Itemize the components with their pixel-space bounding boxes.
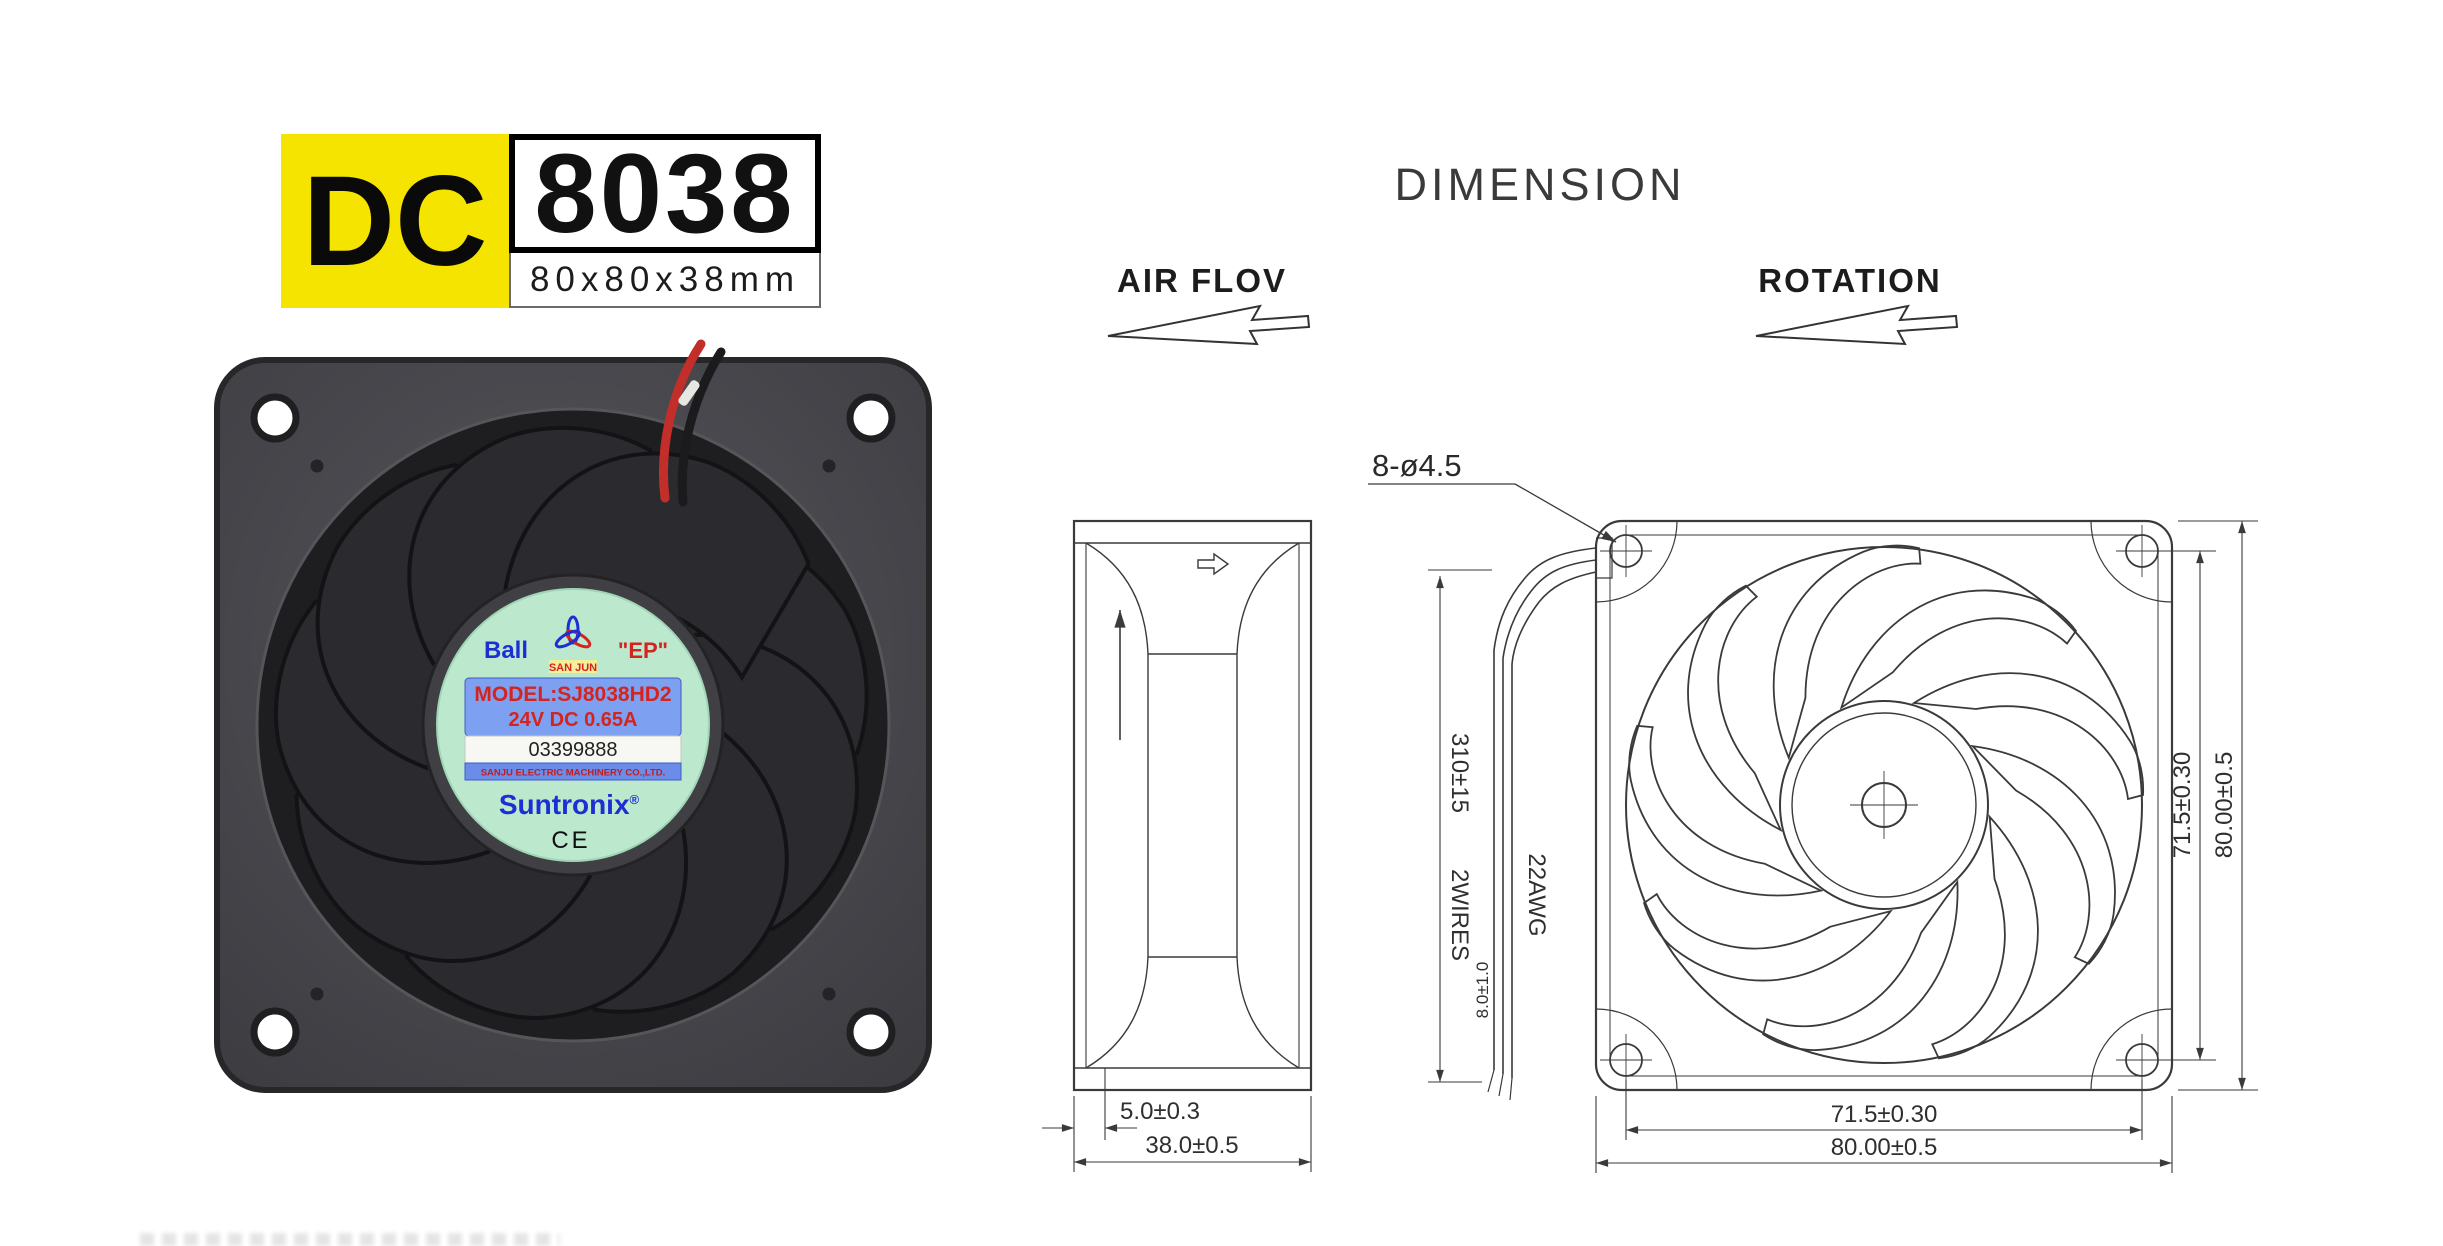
bearing-type-label: Ball xyxy=(484,637,528,664)
hub-outline xyxy=(1779,700,1989,910)
rotation-label: ROTATION xyxy=(1758,262,1941,299)
hole-callout-label: 8-ø4.5 xyxy=(1372,448,1462,483)
dimension-drawing: DIMENSION AIR FLOV ROTATION 5.0±0.3 38.0… xyxy=(1042,159,2258,1173)
wire-count-label: 2WIRES xyxy=(1446,869,1473,961)
side-view xyxy=(1072,519,1313,1092)
fan-wires xyxy=(659,339,726,507)
bottom-dimensions xyxy=(1595,1080,2173,1173)
air-flow-label: AIR FLOV xyxy=(1117,262,1287,299)
width-holes-dim-label: 71.5±0.30 xyxy=(1831,1101,1938,1128)
ep-mark-label: "EP" xyxy=(618,638,668,663)
black-wire xyxy=(677,347,726,507)
dc-badge: DC xyxy=(281,134,509,308)
logo-text-chip xyxy=(549,660,597,673)
rotation-arrow-icon xyxy=(1755,305,1958,345)
height-dim-label: 80.00±0.5 xyxy=(2211,752,2238,859)
width-dim-label: 80.00±0.5 xyxy=(1831,1134,1938,1161)
cropped-text-artifact xyxy=(140,1233,560,1246)
right-dimensions xyxy=(2160,520,2258,1091)
front-view xyxy=(1487,519,2174,1101)
mount-hole-bottom-left xyxy=(250,1007,300,1057)
front-view-blades xyxy=(1594,525,2169,1097)
rating-text: 24V DC 0.65A xyxy=(509,709,638,731)
mount-hole-top-right xyxy=(846,393,896,443)
badge-right-column: 8038 80x80x38mm xyxy=(509,131,821,308)
sanjun-logo-text: SAN JUN xyxy=(549,662,597,674)
side-depth-dim-label: 38.0±0.5 xyxy=(1145,1132,1238,1159)
mount-hole-bottom-right xyxy=(846,1007,896,1057)
red-wire xyxy=(659,339,706,503)
model-number: 8038 xyxy=(509,131,821,256)
brand-text: Suntronix® xyxy=(499,789,640,820)
product-badge: DC 8038 80x80x38mm xyxy=(281,131,821,308)
company-text: SANJU ELECTRIC MACHINERY CO.,LTD. xyxy=(481,768,666,779)
side-lip-dim-label: 5.0±0.3 xyxy=(1120,1098,1200,1125)
front-view-holes xyxy=(1600,525,2168,1086)
lead-wires xyxy=(1487,547,1597,1101)
rotation-direction-icon xyxy=(1197,552,1230,576)
cable-tie xyxy=(678,380,700,406)
height-holes-dim-label: 71.5±0.30 xyxy=(2169,752,2196,859)
label-band-company xyxy=(464,762,682,781)
corner-pad-arcs xyxy=(1595,520,2173,1091)
ce-mark: CE xyxy=(551,827,590,854)
side-view-dimensions xyxy=(1042,1090,1312,1172)
fan-hub-label: Ball SAN JUN "EP" MODEL:SJ8038HD2 24V DC… xyxy=(436,588,710,862)
hole-callout-leader xyxy=(1368,483,1617,543)
model-text: MODEL:SJ8038HD2 xyxy=(474,683,671,706)
serial-text: 03399888 xyxy=(529,739,618,761)
fan-photo: Ball SAN JUN "EP" MODEL:SJ8038HD2 24V DC… xyxy=(214,339,932,1093)
sanjun-logo-icon xyxy=(554,615,592,649)
mount-hole-top-left xyxy=(250,393,300,443)
wire-strip-label: 8.0±1.0 xyxy=(1473,962,1492,1019)
size-label: 80x80x38mm xyxy=(509,253,821,308)
air-flow-arrow-icon xyxy=(1107,305,1310,345)
wire-gauge-label: 22AWG xyxy=(1523,853,1550,936)
dimension-title: DIMENSION xyxy=(1394,159,1685,210)
wire-length-label: 310±15 xyxy=(1446,733,1473,813)
label-band-serial xyxy=(464,735,682,764)
wire-dimension xyxy=(1428,569,1492,1083)
